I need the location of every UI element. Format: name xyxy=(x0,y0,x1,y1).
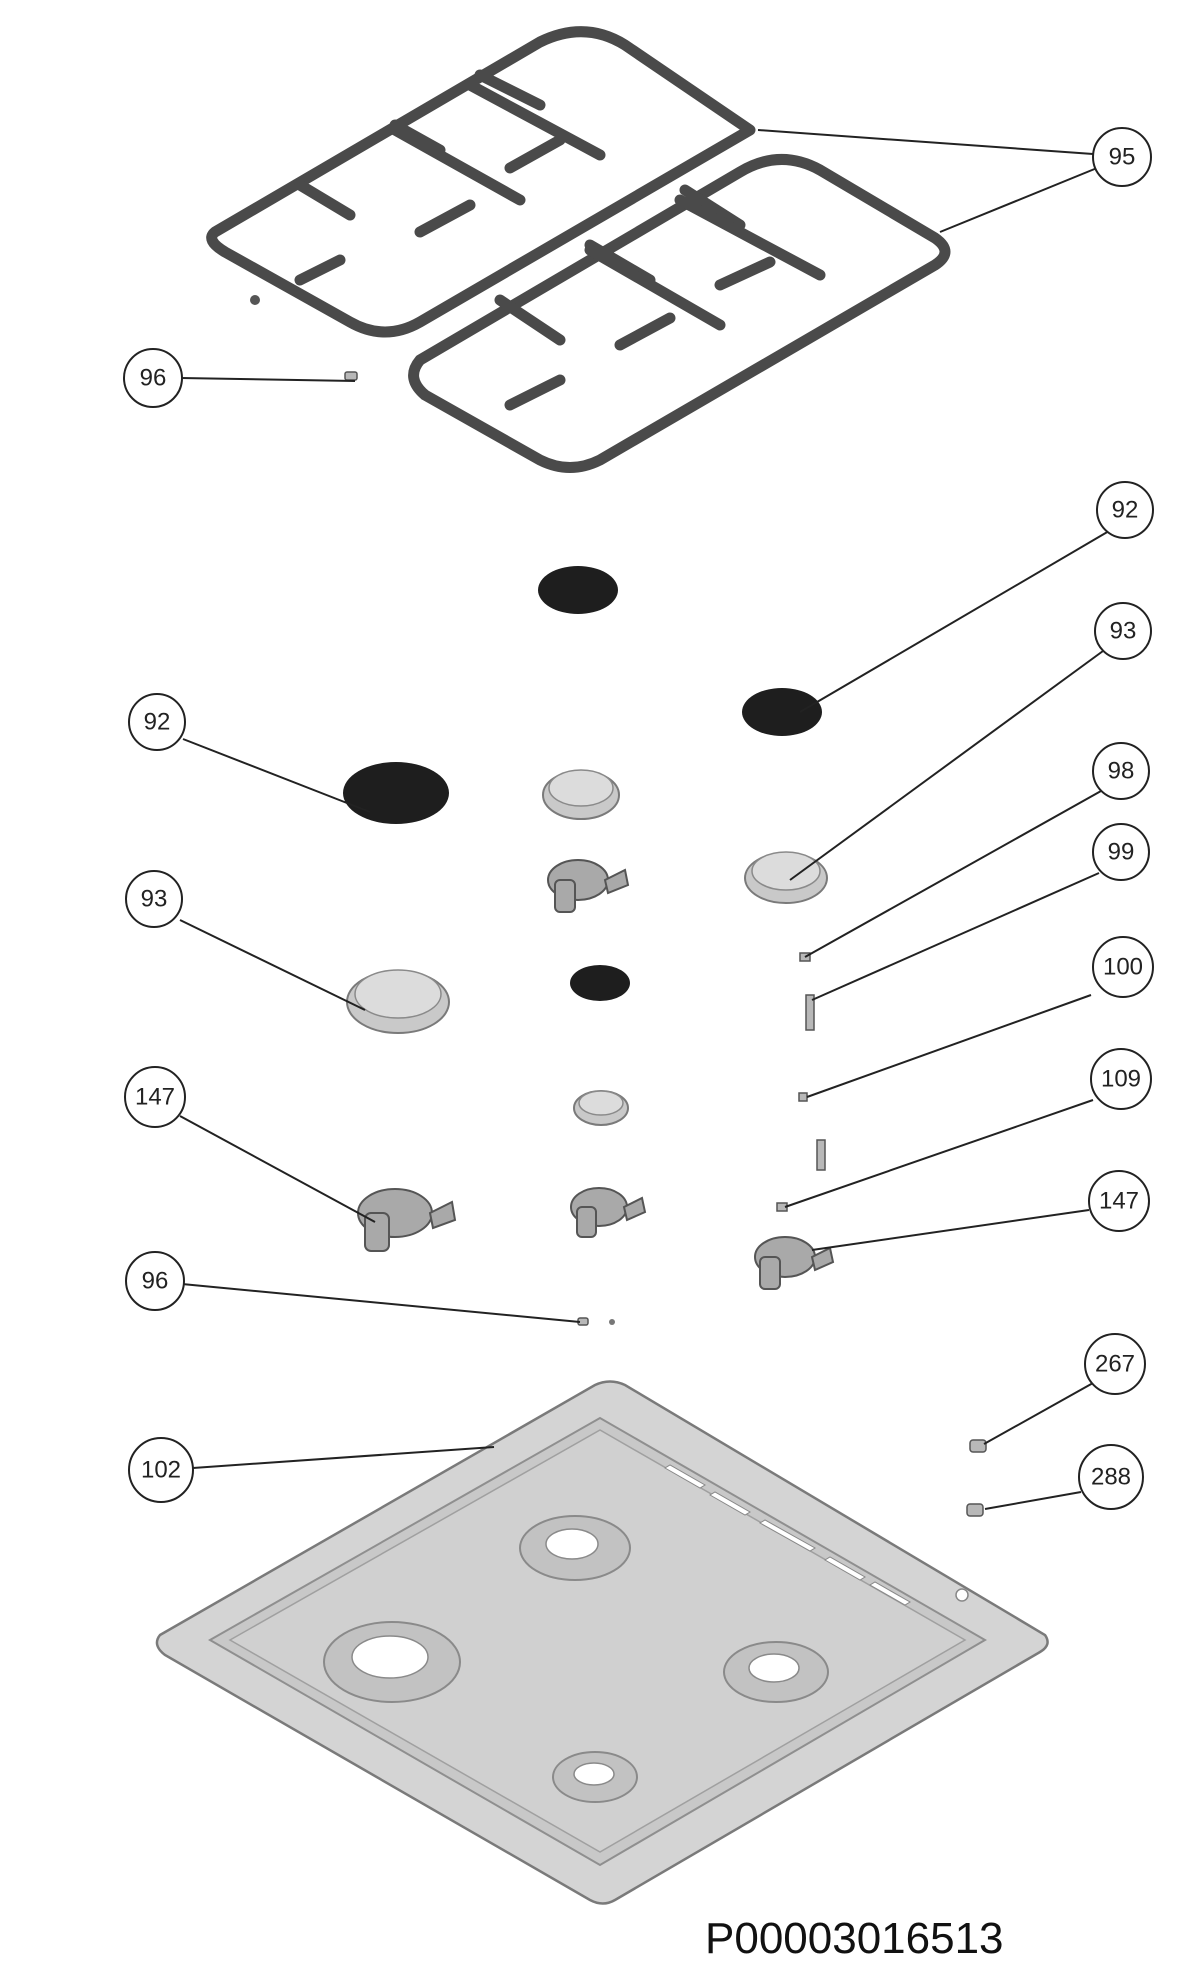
burner-cap-left xyxy=(343,762,449,824)
left-grate xyxy=(206,26,756,338)
part-288 xyxy=(966,1503,984,1517)
callout-label: 96 xyxy=(142,1268,169,1295)
callout-label: 288 xyxy=(1091,1464,1131,1491)
part-109 xyxy=(816,1139,826,1171)
callout-label: 92 xyxy=(144,709,171,736)
callout-label: 96 xyxy=(140,365,167,392)
callout-label: 100 xyxy=(1103,954,1143,981)
burner-cap-right xyxy=(742,688,822,736)
callout-109: 109 xyxy=(1090,1048,1152,1110)
callout-label: 109 xyxy=(1101,1066,1141,1093)
leader-lines xyxy=(179,129,1110,1510)
burner-body-front xyxy=(570,1187,647,1238)
callout-95: 95 xyxy=(1092,127,1152,187)
pan-support-grates xyxy=(206,26,951,473)
callout-147-left: 147 xyxy=(124,1066,186,1128)
burner-cap-rear xyxy=(538,566,618,614)
part-100 xyxy=(798,1092,808,1102)
callout-100: 100 xyxy=(1092,936,1154,998)
callout-267: 267 xyxy=(1084,1333,1146,1395)
burner-cap-front xyxy=(570,965,630,1001)
callout-92-right: 92 xyxy=(1096,481,1154,539)
callout-92-left: 92 xyxy=(128,693,186,751)
callout-98: 98 xyxy=(1092,742,1150,800)
callout-label: 147 xyxy=(135,1084,175,1111)
burner-crowns xyxy=(346,769,828,1126)
callout-96-top: 96 xyxy=(123,348,183,408)
callout-label: 93 xyxy=(1110,618,1137,645)
callout-102: 102 xyxy=(128,1437,194,1503)
burner-body-left xyxy=(357,1188,457,1252)
callout-label: 267 xyxy=(1095,1351,1135,1378)
burner-caps xyxy=(343,566,822,1001)
callout-label: 92 xyxy=(1112,497,1139,524)
callout-label: 99 xyxy=(1108,839,1135,866)
callout-288: 288 xyxy=(1078,1444,1144,1510)
callout-93-right: 93 xyxy=(1094,602,1152,660)
right-grate xyxy=(408,154,951,473)
burner-body-rear xyxy=(547,859,630,913)
callout-label: 95 xyxy=(1109,144,1136,171)
callout-label: 93 xyxy=(141,886,168,913)
callout-147-right: 147 xyxy=(1088,1170,1150,1232)
part-99 xyxy=(805,994,815,1031)
callout-96-bottom: 96 xyxy=(125,1251,185,1311)
hob-top-plate xyxy=(155,1380,1049,1905)
screw-96-top xyxy=(344,371,358,381)
small-parts xyxy=(344,371,987,1517)
callout-label: 98 xyxy=(1108,758,1135,785)
document-code: P00003016513 xyxy=(705,1914,1004,1963)
callout-93-left: 93 xyxy=(125,870,183,928)
burner-body-right xyxy=(754,1236,835,1290)
part-267 xyxy=(969,1439,987,1453)
burner-bodies xyxy=(357,859,835,1290)
callout-label: 102 xyxy=(141,1457,181,1484)
callout-99: 99 xyxy=(1092,823,1150,881)
callout-label: 147 xyxy=(1099,1188,1139,1215)
